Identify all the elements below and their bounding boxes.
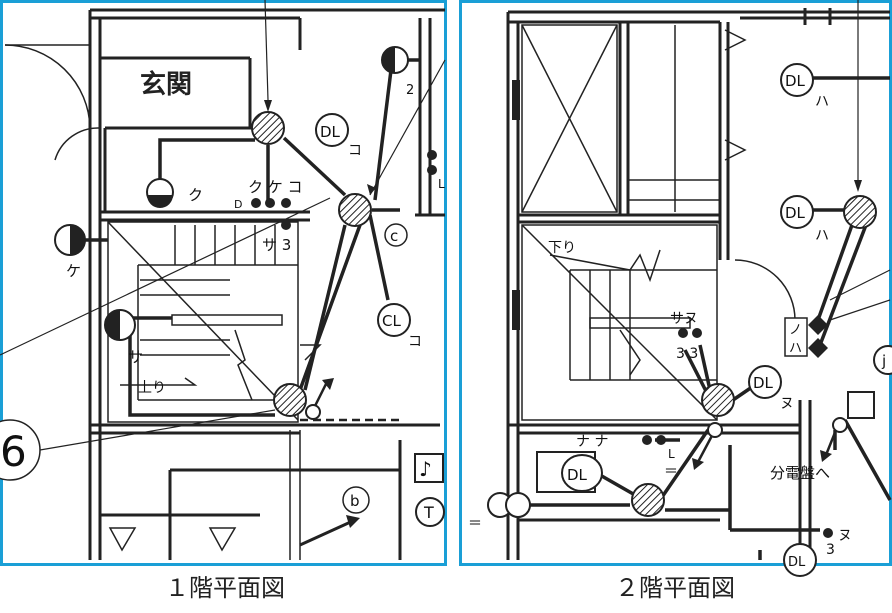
note-label: ♪ <box>419 457 432 481</box>
f2-j-circle <box>873 345 892 375</box>
f2-dl2-label: DL <box>785 204 806 222</box>
tel-circle <box>415 497 445 527</box>
f2-noha-box <box>784 317 808 357</box>
f2-noha1: ノ <box>789 323 802 338</box>
dl-label: DL <box>320 123 341 141</box>
floor1-caption: １階平面図 <box>165 574 285 602</box>
stair-up-label: 上り <box>138 380 166 396</box>
ceiling-light-hatched-1 <box>251 111 285 145</box>
small-outlet-circle <box>305 404 321 420</box>
f2-diamond-switches <box>808 315 828 358</box>
outlet-b-label: b <box>350 492 360 510</box>
f2-nana-label: ナ ナ <box>576 434 608 450</box>
switch-2-label: 2 <box>406 83 414 98</box>
floor2-caption: ２階平面図 <box>615 574 735 602</box>
switch-dots <box>251 150 437 230</box>
f2-j-label: j <box>881 352 886 370</box>
outlet-c-label: c <box>390 227 398 245</box>
bracket-k-label: ク <box>188 186 203 204</box>
ceiling-light-hatched-3 <box>273 383 307 417</box>
f2-downlight-5 <box>783 543 817 577</box>
f2-ceiling-hatched-3 <box>631 483 665 517</box>
ke-label: ケ <box>66 262 81 280</box>
bracket-light-2 <box>381 46 409 74</box>
f2-downlight-4-box <box>536 451 603 493</box>
f2-panel-label: 分電盤へ <box>770 464 830 482</box>
f2-sanu-nums: 3 3 <box>676 346 698 362</box>
ceiling-light-hatched-2 <box>338 193 372 227</box>
ceiling-light-circle <box>377 303 411 337</box>
downlight-circle <box>315 113 349 147</box>
f2-dl4-label: DL <box>567 466 588 484</box>
f2-dl3-label: DL <box>753 374 774 392</box>
bracket-light-k <box>146 178 174 208</box>
jack-box <box>414 453 444 483</box>
floor2-plan: DL ハ DL ハ 下り ノ ハ サヌ 3 3 DL ヌ ナ ナ L ＝ DL … <box>459 0 892 577</box>
d-prefix-label: D <box>234 198 242 211</box>
f2-dl1-label: DL <box>785 72 806 90</box>
f2-l-mark: L <box>668 447 675 461</box>
f2-downlight-1 <box>780 63 814 97</box>
f2-nu3-label: ヌ <box>838 528 852 544</box>
f2-stair-down-label: 下り <box>548 240 576 256</box>
f2-ceiling-hatched-1 <box>843 195 877 229</box>
f2-dl1-sub: ハ <box>815 94 829 110</box>
outlet-c-circle <box>384 223 408 247</box>
f2-nu3-num: 3 <box>826 542 835 558</box>
f2-dl2-sub: ハ <box>815 228 829 244</box>
switch-group-label: ク ケ コ <box>248 178 303 196</box>
sa-left-label: サ <box>128 348 143 366</box>
outlet-b-circle <box>342 486 370 514</box>
sa3-label: サ 3 <box>262 236 291 254</box>
f2-ceiling-hatched-2 <box>701 383 735 417</box>
f2-switch-dots <box>642 328 833 538</box>
edge-l-label: L <box>438 177 445 191</box>
bracket-light-ke <box>54 224 86 256</box>
room-label-entrance: 玄関 <box>140 69 192 100</box>
f2-sanu-label: サヌ <box>670 311 698 327</box>
bracket-light-sa <box>104 309 136 341</box>
f2-noha2: ハ <box>789 341 802 356</box>
grid-mark-circle <box>0 419 41 481</box>
f2-dl5-label: DL <box>788 555 806 570</box>
tel-label: T <box>423 503 434 522</box>
floor1-plan: 玄関 DL コ ク ク ケ コ D ケ サ 3 c CL コ サ 上り 6 b … <box>0 0 447 566</box>
f2-dl3-sub: ヌ <box>780 396 794 412</box>
f2-eq-left: ＝ <box>468 516 482 532</box>
f2-eq-mark: ＝ <box>664 464 678 480</box>
f2-panel-box <box>847 391 875 419</box>
grid-mark-label: 6 <box>0 427 27 476</box>
floor1-frame <box>0 0 447 566</box>
f2-small-outlet-1 <box>707 422 723 438</box>
f2-small-outlet-2 <box>832 417 848 433</box>
f2-double-outlet <box>487 492 531 518</box>
dl-sub-label: コ <box>348 143 362 159</box>
f2-downlight-2 <box>780 195 814 229</box>
f2-downlight-3 <box>748 365 782 399</box>
cl-label: CL <box>382 312 401 330</box>
cl-sub-label: コ <box>408 334 422 350</box>
